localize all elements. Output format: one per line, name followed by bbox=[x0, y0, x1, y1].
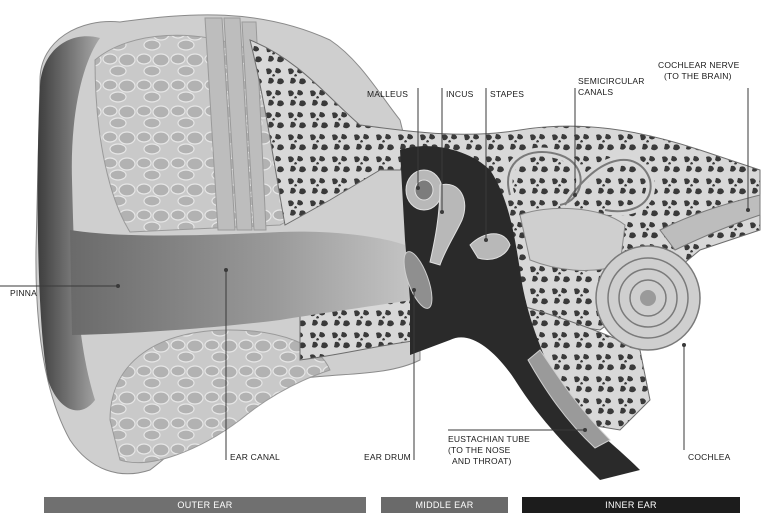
label-semicircular-canals-1: SEMICIRCULAR bbox=[578, 76, 645, 86]
label-cochlea: COCHLEA bbox=[688, 452, 731, 462]
label-malleus: MALLEUS bbox=[367, 89, 408, 99]
label-eustachian-tube-1: EUSTACHIAN TUBE bbox=[448, 434, 530, 444]
region-outer-ear: OUTER EAR bbox=[44, 497, 366, 513]
label-eustachian-tube-3: AND THROAT) bbox=[452, 456, 512, 466]
label-cochlear-nerve-1: COCHLEAR NERVE bbox=[658, 60, 740, 70]
label-ear-canal: EAR CANAL bbox=[230, 452, 280, 462]
region-inner-ear-label: INNER EAR bbox=[605, 500, 657, 510]
region-middle-ear-label: MIDDLE EAR bbox=[415, 500, 473, 510]
cochlea-shape bbox=[596, 246, 700, 350]
label-ear-drum: EAR DRUM bbox=[364, 452, 411, 462]
region-inner-ear: INNER EAR bbox=[522, 497, 740, 513]
label-stapes: STAPES bbox=[490, 89, 524, 99]
region-middle-ear: MIDDLE EAR bbox=[381, 497, 508, 513]
label-pinna: PINNA bbox=[10, 288, 37, 298]
region-outer-ear-label: OUTER EAR bbox=[177, 500, 232, 510]
label-semicircular-canals-2: CANALS bbox=[578, 87, 613, 97]
label-incus: INCUS bbox=[446, 89, 474, 99]
label-cochlear-nerve-2: (TO THE BRAIN) bbox=[664, 71, 732, 81]
label-eustachian-tube-2: (TO THE NOSE bbox=[448, 445, 511, 455]
